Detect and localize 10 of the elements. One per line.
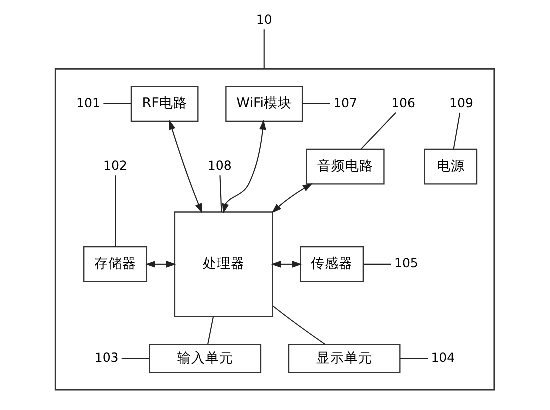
node-text: 105 [394,256,418,271]
node-text: 107 [334,95,358,110]
node-text: 10 [256,12,272,28]
node-text: 101 [76,95,100,110]
node-text: 102 [104,158,128,174]
node-text: 108 [208,158,232,174]
node-text: 109 [450,95,474,110]
node-text: 104 [431,350,456,365]
node-text: 106 [392,95,416,110]
node-text: 103 [94,350,119,365]
